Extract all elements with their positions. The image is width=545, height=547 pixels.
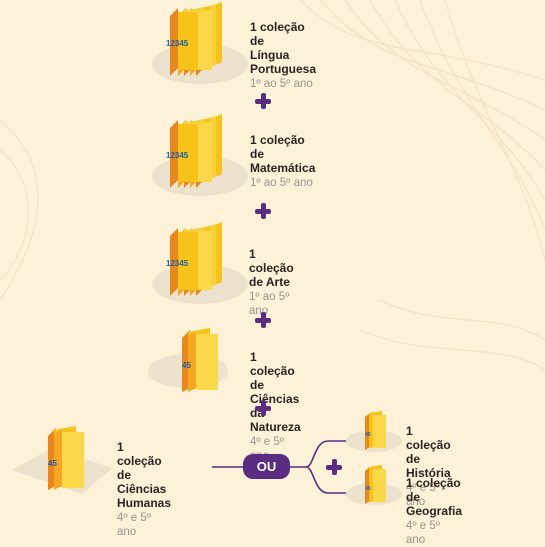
book-spine-numbers: 45 <box>365 486 371 492</box>
book-spine-numbers: 45 <box>365 432 371 438</box>
collection-title: 1 coleção de Ciências da Natureza <box>250 350 301 434</box>
collection-grades: 1º ao 5º ano <box>250 177 313 189</box>
book-spine-numbers: 45 <box>48 459 57 468</box>
plus-icon <box>255 203 271 219</box>
collection-title: 1 coleção de História <box>406 424 451 480</box>
book-spine-numbers: 12345 <box>166 151 189 160</box>
background-contour-lines <box>0 0 545 371</box>
collection-title: 1 coleção de <box>250 20 305 48</box>
book-pair-icon: 45 <box>365 465 386 504</box>
book-stack-icon: 12345 <box>166 222 222 296</box>
collection-title-line2: Língua Portuguesa <box>250 48 317 76</box>
book-stack-icon: 12345 <box>166 114 222 188</box>
plus-icon <box>326 459 342 475</box>
book-spine-numbers: 12345 <box>166 39 189 48</box>
collection-grades: 4º e 5º ano <box>406 482 440 508</box>
plus-icon <box>255 400 271 416</box>
collection-title: 1 coleção de Geografia <box>406 476 463 518</box>
or-badge: OU <box>243 454 290 479</box>
plus-icon <box>255 312 271 328</box>
book-pair-icon: 45 <box>48 426 84 490</box>
collection-grades: 1º ao 5º ano <box>250 78 313 90</box>
choice-connector-lines <box>212 440 350 494</box>
collection-title: 1 coleção de <box>250 133 305 161</box>
collection-title-line2: Ciências Humanas <box>117 482 172 510</box>
book-pair-icon: 45 <box>365 411 386 450</box>
book-spine-numbers: 45 <box>182 361 191 370</box>
book-pair-icon: 45 <box>182 328 218 392</box>
collection-title-line2: Matemática <box>250 161 316 175</box>
collection-title: 1 coleção de Arte <box>249 247 294 289</box>
book-stack-icon: 12345 <box>166 2 222 76</box>
plus-icon <box>255 93 271 109</box>
collection-grades: 4º e 5º ano <box>117 512 151 538</box>
collection-grades: 4º e 5º ano <box>406 520 440 546</box>
collection-title: 1 coleção de <box>117 440 162 482</box>
book-spine-numbers: 12345 <box>166 259 189 268</box>
